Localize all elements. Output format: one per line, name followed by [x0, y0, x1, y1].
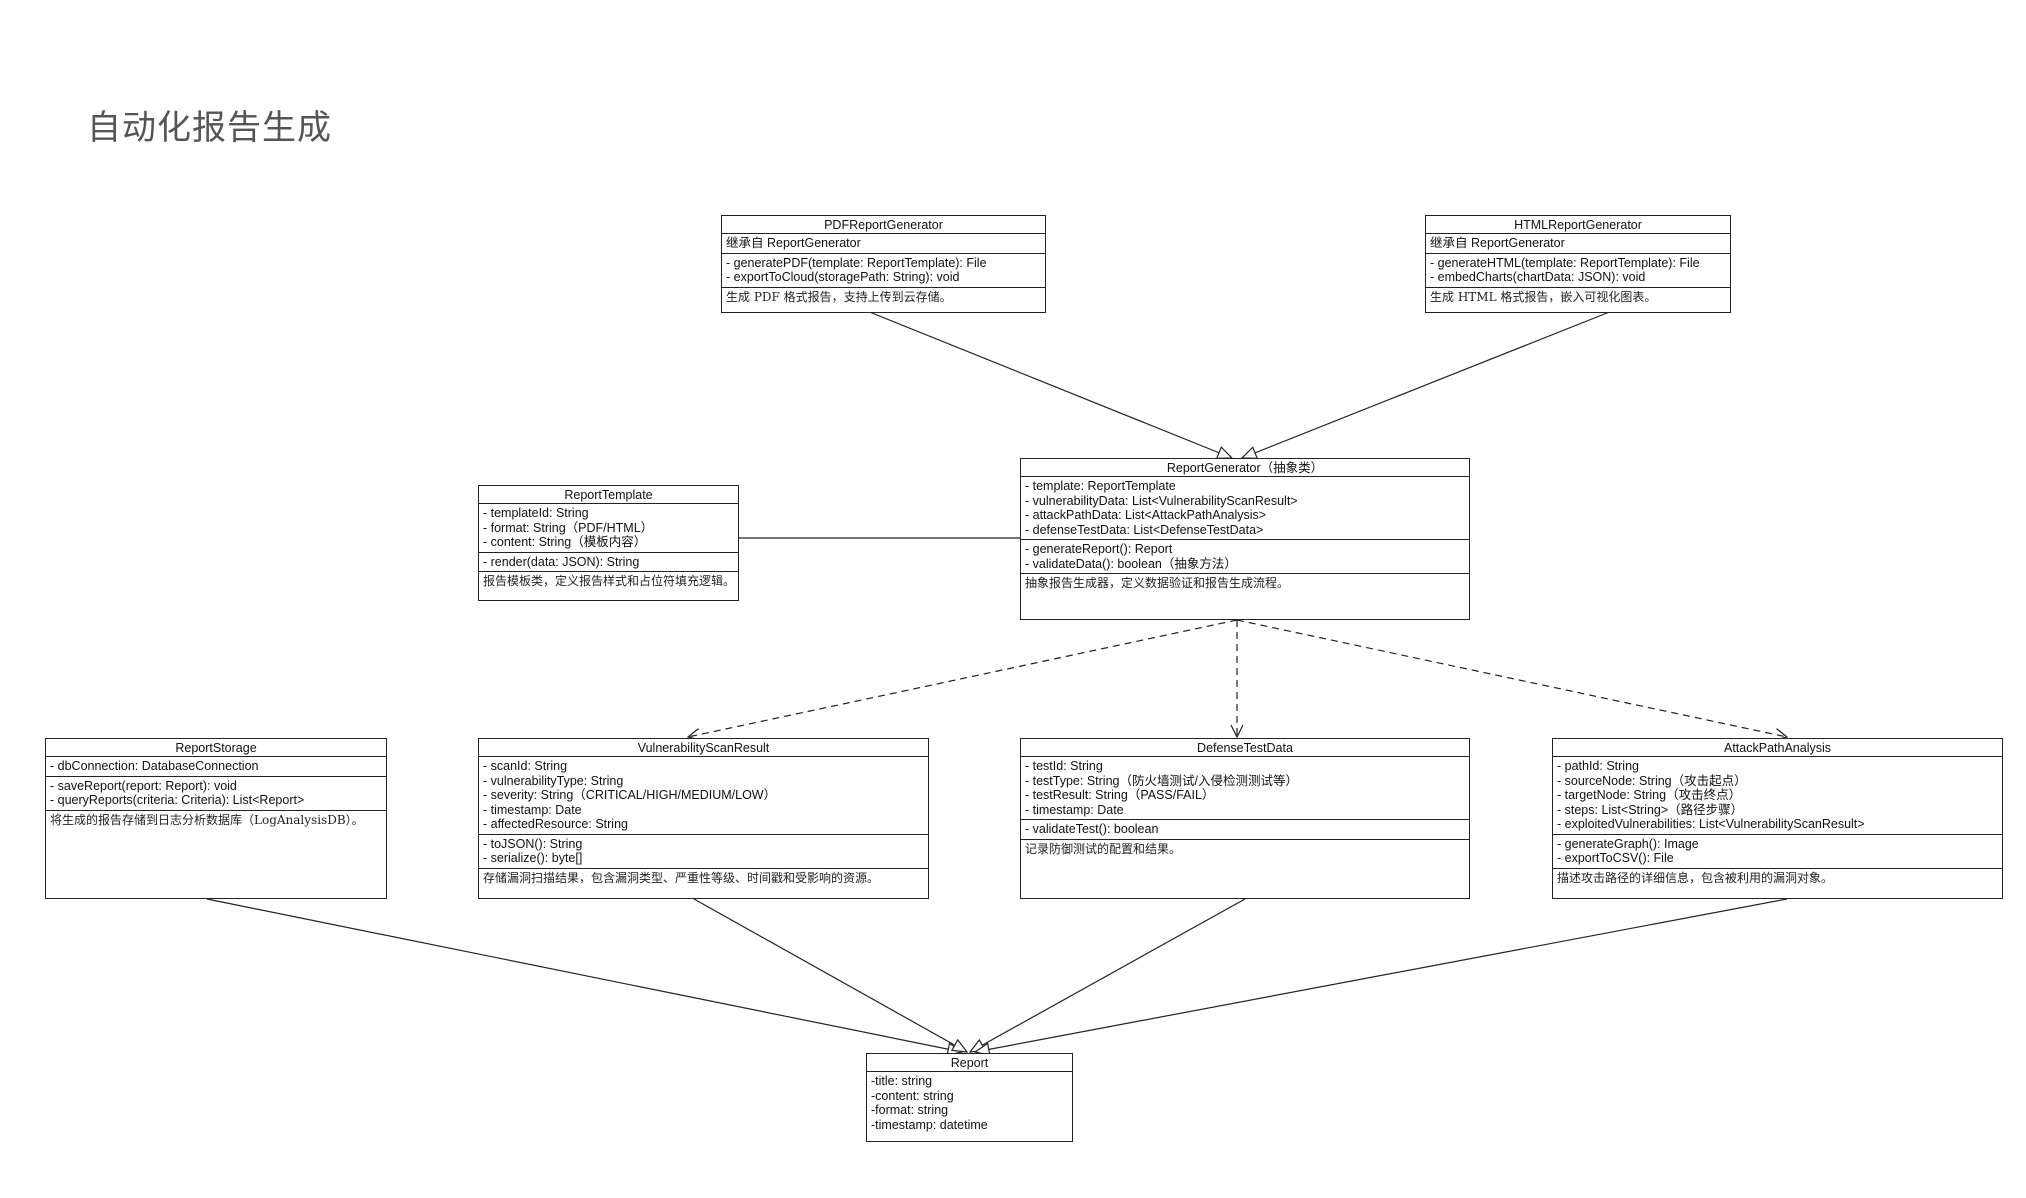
method: - queryReports(criteria: Criteria): List… [50, 793, 305, 807]
attribute: -title: string [871, 1074, 933, 1088]
attribute: - format: String（PDF/HTML） [483, 520, 654, 535]
attribute: - dbConnection: DatabaseConnection [50, 759, 259, 773]
attribute: -timestamp: datetime [871, 1117, 988, 1132]
attribute: - scanId: String [483, 759, 568, 773]
attribute: -content: string [871, 1088, 954, 1103]
class-name: PDFReportGenerator [722, 216, 1045, 234]
method: - validateTest(): boolean [1025, 822, 1159, 836]
class-defense-test-data: DefenseTestData- testId: String- testTyp… [1020, 738, 1470, 899]
method: - generatePDF(template: ReportTemplate):… [726, 255, 987, 270]
class-description: 抽象报告生成器，定义数据验证和报告生成流程。 [1025, 576, 1290, 590]
relation-pdf-to-generator [866, 310, 1232, 458]
class-name: VulnerabilityScanResult [479, 739, 928, 757]
class-vulnerability-scan-result: VulnerabilityScanResult- scanId: String-… [478, 738, 929, 899]
attributes-section: - templateId: String- format: String（PDF… [479, 504, 738, 553]
method: - generateHTML(template: ReportTemplate)… [1430, 255, 1700, 270]
attribute: - pathId: String [1557, 759, 1639, 773]
inheritance-section: 继承自 ReportGenerator [722, 234, 1045, 254]
method: - generateGraph(): Image [1557, 836, 1699, 851]
attribute: - testId: String [1025, 759, 1103, 773]
class-name: ReportStorage [46, 739, 386, 757]
attribute: - attackPathData: List<AttackPathAnalysi… [1025, 508, 1267, 522]
attributes-section: - testId: String- testType: String（防火墙测试… [1021, 757, 1469, 820]
method: - embedCharts(chartData: JSON): void [1430, 270, 1646, 284]
class-name: ReportGenerator（抽象类） [1021, 459, 1469, 477]
method: - serialize(): byte[] [483, 851, 583, 865]
attribute: - severity: String（CRITICAL/HIGH/MEDIUM/… [483, 788, 777, 802]
relation-vuln-to-report [693, 898, 967, 1052]
method: - render(data: JSON): String [483, 554, 640, 569]
attribute: - steps: List<String>（路径步骤） [1557, 802, 1744, 817]
methods-section: - generateReport(): Report- validateData… [1021, 540, 1469, 574]
class-description: 存储漏洞扫描结果，包含漏洞类型、严重性等级、时间戳和受影响的资源。 [483, 870, 880, 885]
attributes-section: -title: string-content: string-format: s… [867, 1072, 1072, 1134]
inheritance-section: 继承自 ReportGenerator [1426, 234, 1730, 254]
class-html-report-generator: HTMLReportGenerator 继承自 ReportGenerator - … [1425, 215, 1731, 313]
attribute: - vulnerabilityType: String [483, 773, 624, 788]
attribute: -format: string [871, 1103, 949, 1117]
class-description: 报告模板类，定义报告样式和占位符填充逻辑。 [483, 574, 736, 588]
class-name: Report [867, 1054, 1072, 1072]
attribute: - timestamp: Date [1025, 802, 1124, 817]
methods-section: - generateHTML(template: ReportTemplate)… [1426, 254, 1730, 288]
methods-section: - generatePDF(template: ReportTemplate):… [722, 254, 1045, 288]
method: - validateData(): boolean（抽象方法） [1025, 556, 1237, 571]
methods-section: - validateTest(): boolean [1021, 820, 1469, 840]
attribute: - affectedResource: String [483, 817, 628, 831]
class-name: DefenseTestData [1021, 739, 1469, 757]
relation-attack-to-report [975, 898, 1788, 1052]
class-attack-path-analysis: AttackPathAnalysis- pathId: String- sour… [1552, 738, 2003, 899]
method: - toJSON(): String [483, 836, 583, 851]
page-title: 自动化报告生成 [87, 108, 332, 148]
class-description: 将生成的报告存储到日志分析数据库（LogAnalysisDB）。 [50, 812, 364, 827]
class-report-storage: ReportStorage - dbConnection: DatabaseCon… [45, 738, 387, 899]
methods-section: - saveReport(report: Report): void- quer… [46, 777, 386, 811]
method: - exportToCloud(storagePath: String): vo… [726, 270, 960, 284]
attribute: - sourceNode: String（攻击起点） [1557, 773, 1747, 788]
attribute: - exploitedVulnerabilities: List<Vulnera… [1557, 817, 1865, 831]
methods-section: - toJSON(): String- serialize(): byte[] [479, 835, 928, 869]
class-report-template: ReportTemplate- templateId: String- form… [478, 485, 739, 601]
attribute: - template: ReportTemplate [1025, 479, 1176, 493]
method: - exportToCSV(): File [1557, 851, 1674, 865]
class-name: ReportTemplate [479, 486, 738, 504]
attributes-section: - scanId: String- vulnerabilityType: Str… [479, 757, 928, 835]
relation-generator-to-attack [1236, 619, 1787, 737]
inheritance-note: 继承自 ReportGenerator [1430, 236, 1565, 250]
attributes-section: - dbConnection: DatabaseConnection [46, 757, 386, 777]
attribute: - defenseTestData: List<DefenseTestData> [1025, 522, 1264, 537]
class-description: 记录防御测试的配置和结果。 [1025, 841, 1182, 856]
attribute: - templateId: String [483, 506, 589, 520]
method: - saveReport(report: Report): void [50, 778, 237, 793]
attribute: - timestamp: Date [483, 802, 582, 817]
class-report-generator: ReportGenerator（抽象类）- template: ReportTe… [1020, 458, 1470, 620]
relation-generator-to-vuln [688, 619, 1238, 737]
inheritance-note: 继承自 ReportGenerator [726, 236, 861, 250]
class-name: HTMLReportGenerator [1426, 216, 1730, 234]
attribute: - targetNode: String（攻击终点） [1557, 788, 1742, 802]
attribute: - testResult: String（PASS/FAIL） [1025, 788, 1215, 802]
method: - generateReport(): Report [1025, 542, 1173, 556]
class-pdf-report-generator: PDFReportGenerator 继承自 ReportGenerator - g… [721, 215, 1046, 313]
relation-html-to-generator [1242, 310, 1613, 458]
attribute: - vulnerabilityData: List<VulnerabilityS… [1025, 493, 1298, 508]
methods-section: - generateGraph(): Image- exportToCSV():… [1553, 835, 2002, 869]
class-name: AttackPathAnalysis [1553, 739, 2002, 757]
attributes-section: - pathId: String- sourceNode: String（攻击起… [1553, 757, 2002, 835]
attribute: - content: String（模板内容） [483, 535, 647, 549]
class-description: 描述攻击路径的详细信息，包含被利用的漏洞对象。 [1557, 870, 1834, 885]
class-description: 生成 PDF 格式报告，支持上传到云存储。 [726, 289, 952, 304]
relation-defense-to-report [970, 898, 1246, 1052]
attribute: - testType: String（防火墙测试/入侵检测测试等） [1025, 773, 1298, 788]
relation-storage-to-report [206, 898, 962, 1052]
class-report: Report-title: string-content: string-for… [866, 1053, 1073, 1142]
class-description: 生成 HTML 格式报告，嵌入可视化图表。 [1430, 289, 1657, 304]
methods-section: - render(data: JSON): String [479, 553, 738, 572]
attributes-section: - template: ReportTemplate- vulnerabilit… [1021, 477, 1469, 540]
